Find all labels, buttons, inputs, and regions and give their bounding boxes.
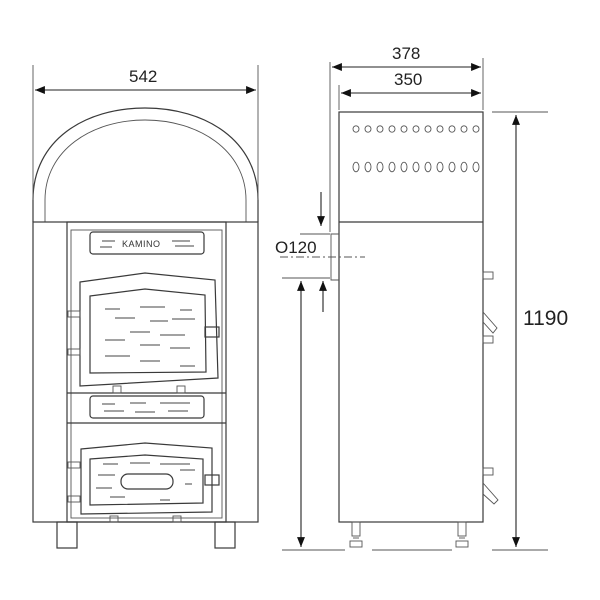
vent-hole <box>448 161 456 173</box>
brand-plate <box>89 231 205 255</box>
upper-door-handle[interactable] <box>204 326 220 338</box>
vent-hole <box>412 125 420 133</box>
front-frame <box>66 221 227 523</box>
vent-hole <box>460 125 468 133</box>
vent-hole <box>424 125 432 133</box>
vent-hole <box>448 125 456 133</box>
vent-hole <box>436 125 444 133</box>
side-body <box>338 111 484 523</box>
vent-hole <box>412 161 420 173</box>
vent-hole <box>388 125 396 133</box>
front-leg-right <box>214 521 236 549</box>
vent-hole <box>472 161 480 173</box>
vent-hole <box>376 161 384 173</box>
vent-hole <box>376 125 384 133</box>
ash-vent-slot[interactable] <box>120 473 174 490</box>
lower-door[interactable] <box>67 442 220 515</box>
lower-door-handle[interactable] <box>204 474 220 486</box>
vent-hole <box>364 161 372 173</box>
vent-hole <box>400 161 408 173</box>
vent-hole <box>460 161 468 173</box>
vent-hole <box>352 161 360 173</box>
brand-plate-label: KAMINO <box>122 239 161 249</box>
front-leg-left <box>56 521 78 549</box>
vent-hole <box>424 161 432 173</box>
arch-top <box>32 107 259 222</box>
vent-hole <box>388 161 396 173</box>
side-view: O120 378 350 1190 <box>275 44 568 551</box>
vent-hole <box>472 125 480 133</box>
vent-hole <box>400 125 408 133</box>
vent-hole <box>352 125 360 133</box>
vent-holes <box>352 125 480 173</box>
inner-depth-label: 350 <box>394 70 422 89</box>
front-view: KAMINO <box>32 65 259 549</box>
vent-hole <box>436 161 444 173</box>
middle-plate <box>89 395 205 419</box>
upper-door[interactable] <box>67 272 220 387</box>
vent-hole <box>364 125 372 133</box>
width-dimension-label: 542 <box>129 67 157 86</box>
height-dimension-label: 1190 <box>523 307 568 330</box>
outer-depth-label: 378 <box>392 44 420 63</box>
flue-diameter-label: O120 <box>275 238 317 257</box>
